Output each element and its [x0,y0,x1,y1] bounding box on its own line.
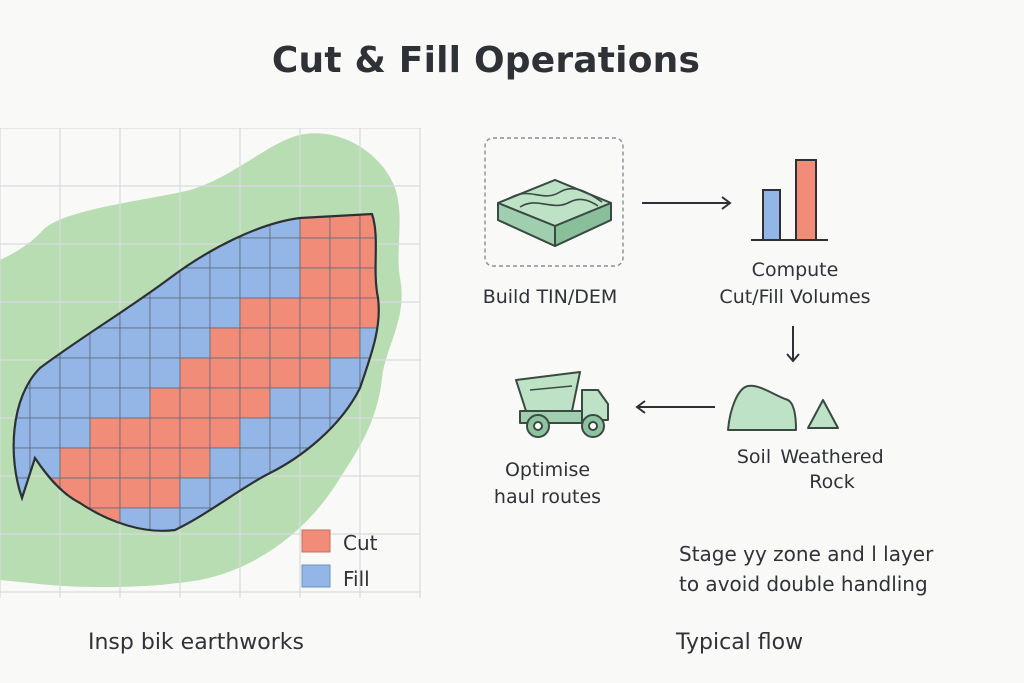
step1-frame [484,137,624,267]
fill-cell [179,477,211,509]
material-piles-icon [727,384,839,431]
soil-pile-icon [727,384,797,431]
arrow-right [642,196,732,210]
region-outline [12,212,380,532]
cut-cell [119,477,151,509]
legend-fill-swatch [301,564,331,588]
legend-fill-label: Fill [343,567,370,591]
cut-cell [299,327,331,359]
cut-cell [209,387,241,419]
cut-cell [89,447,121,479]
fill-cell [269,267,301,299]
cut-cell [209,357,241,389]
fill-cell [269,387,301,419]
page-title: Cut & Fill Operations [271,40,701,81]
fill-cell [59,417,91,449]
fill-cell [239,417,271,449]
note-line2: to avoid double handling [679,572,928,596]
fill-cell [179,267,211,299]
terrain-block-icon [497,179,612,247]
fill-cell [119,327,151,359]
cut-cell [299,357,331,389]
fill-cell [29,417,61,449]
fill-cell [179,297,211,329]
cut-cell [329,327,361,359]
note-line1: Stage yy zone and l layer [679,542,934,566]
cut-cell [269,327,301,359]
cut-cell [149,387,181,419]
fill-cell [209,447,241,479]
cut-cell [209,417,241,449]
cut-cell [299,267,331,299]
cut-cell [59,447,91,479]
cut-cell [269,357,301,389]
fill-cell [269,237,301,269]
cut-cell [89,477,121,509]
step3-rock-label-line1: Weathered [780,446,884,468]
legend-cut-swatch [301,529,331,553]
dump-truck-icon [515,371,609,438]
step2-label-line1: Compute [751,259,839,281]
fill-cell [59,357,91,389]
cut-cell [239,387,271,419]
step1-label: Build TIN/DEM [482,286,618,308]
cut-cell [239,327,271,359]
fill-cell [329,357,361,389]
cut-cell [329,297,361,329]
cut-cell [269,297,301,329]
cut-cell [299,297,331,329]
bar-chart-icon [751,159,828,241]
fill-cell [359,447,379,479]
arrow-down [786,326,800,363]
cut-cell [149,477,181,509]
cut-cell [179,357,211,389]
rock-pile-icon [807,399,839,429]
cut-fill-map [0,128,421,598]
fill-cell [89,327,121,359]
fill-cell [359,477,379,509]
cut-cell [119,417,151,449]
flow-caption: Typical flow [676,630,804,655]
cut-cell [89,417,121,449]
fill-cell [149,357,181,389]
fill-cell [89,357,121,389]
cut-cell [329,237,361,269]
fill-cell [209,267,241,299]
fill-cell [29,387,61,419]
fill-cell [119,357,151,389]
fill-cell [13,214,31,239]
fill-cell [239,237,271,269]
step3-rock-label-line2: Rock [809,471,855,493]
step4-label-line1: Optimise [504,459,591,481]
cut-cell [329,267,361,299]
map-caption: Insp bik earthworks [88,630,304,655]
cut-cell [179,447,211,479]
step3-soil-label: Soil [736,446,772,468]
step4-label-line2: haul routes [493,486,602,508]
fill-cell [89,387,121,419]
cut-cell [239,357,271,389]
cut-cell [179,387,211,419]
flow-diagram [484,137,839,438]
fill-cell [149,297,181,329]
fill-cell [59,387,91,419]
cut-cell [179,417,211,449]
cut-cell [149,447,181,479]
cut-cell [119,447,151,479]
fill-cell [149,327,181,359]
fill-cell [299,387,331,419]
arrow-left [635,400,715,414]
fill-cell [239,267,271,299]
legend-cut-label: Cut [343,531,378,555]
cut-cell [239,297,271,329]
fill-cell [269,417,301,449]
fill-cell [119,387,151,419]
step2-label-line2: Cut/Fill Volumes [719,286,871,308]
fill-cell [209,297,241,329]
cut-cell [149,417,181,449]
fill-cell [179,327,211,359]
cut-cell [209,327,241,359]
fill-cell [239,447,271,479]
cut-cell [299,237,331,269]
